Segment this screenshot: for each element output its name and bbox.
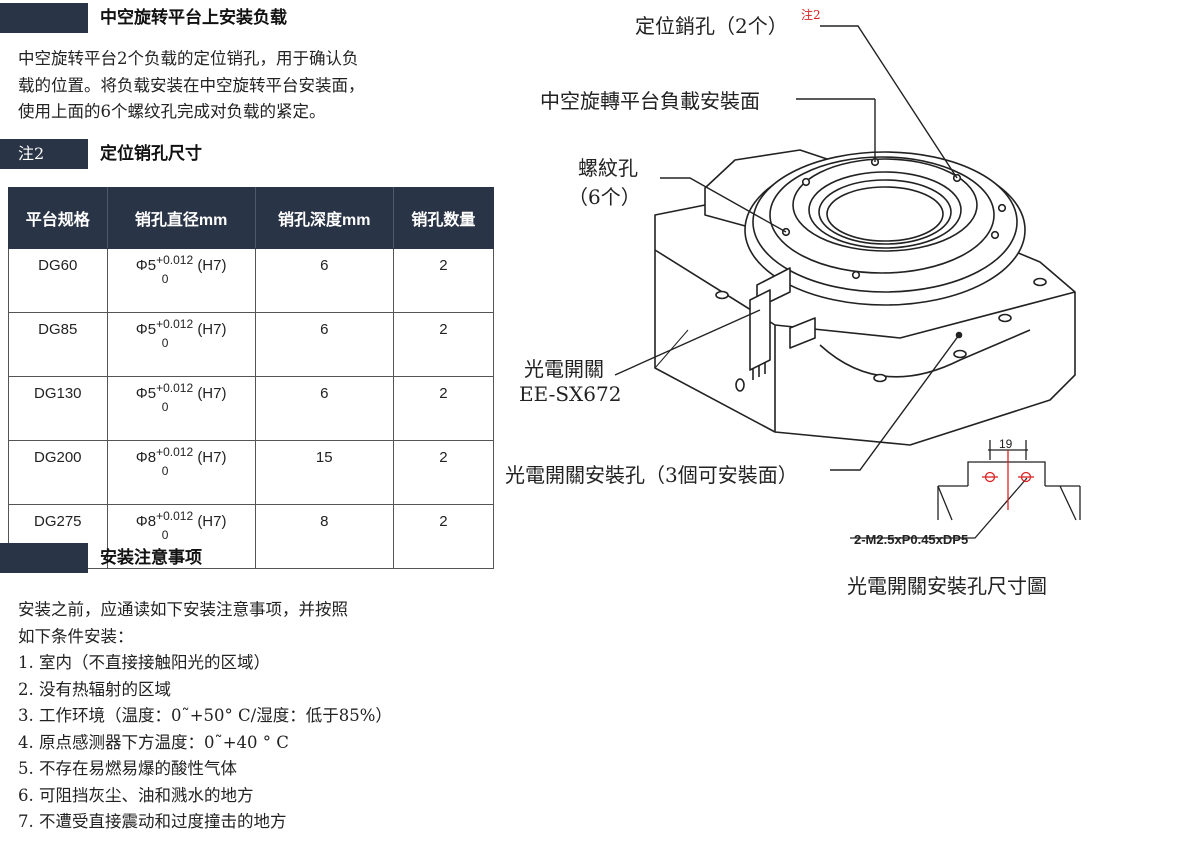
section-bar — [0, 3, 88, 33]
diameter-symbol: Φ5 — [135, 257, 157, 274]
label-sensor-hole: 光電開關安裝孔（3個可安裝面） — [505, 463, 798, 487]
section-title-pinholes: 定位销孔尺寸 — [100, 144, 202, 164]
diameter-value: Φ5+0.012 (H7) 0 — [135, 381, 227, 414]
label-thread-count: （6个） — [568, 185, 641, 209]
diameter-symbol: Φ5 — [135, 385, 157, 402]
label-thread-hole: 螺紋孔 — [578, 156, 638, 180]
notes-item: 5. 不存在易燃易爆的酸性气体 — [18, 759, 237, 778]
diameter-symbol: Φ5 — [135, 321, 157, 338]
tolerance-upper: +0.012 — [156, 317, 194, 331]
label-mount-face: 中空旋轉平台負載安裝面 — [540, 89, 760, 113]
cell-depth: 8 — [254, 504, 394, 569]
diameter-value: Φ8+0.012 (H7) 0 — [135, 509, 227, 542]
cell-model: DG130 — [8, 376, 108, 441]
notes-item: 1. 室内（不直接接触阳光的区域） — [18, 653, 270, 672]
install-paragraph: 中空旋转平台2个负载的定位销孔，用于确认负 载的位置。将负载安装在中空旋转平台安… — [18, 46, 418, 126]
cell-depth: 6 — [254, 248, 394, 313]
tolerance-lower: 0 — [161, 464, 169, 478]
cell-count: 2 — [392, 376, 495, 441]
rotary-platform-drawing — [614, 25, 1081, 539]
install-line: 载的位置。将负载安装在中空旋转平台安装面， — [18, 75, 365, 95]
tolerance-upper: +0.012 — [156, 253, 194, 267]
install-line: 使用上面的6个螺纹孔完成对负载的紧定。 — [18, 102, 326, 121]
cell-depth: 6 — [254, 312, 394, 377]
cell-diameter: Φ8+0.012 (H7) 0 — [106, 504, 256, 569]
section-title-notes: 安装注意事项 — [100, 548, 202, 568]
header-depth: 销孔深度mm — [254, 187, 394, 249]
notes-item: 7. 不遭受直接震动和过度撞击的地方 — [18, 812, 287, 831]
table-header-row: 平台规格 销孔直径mm 销孔深度mm 销孔数量 — [8, 187, 495, 249]
fit-class: (H7) — [197, 385, 227, 402]
header-count: 销孔数量 — [392, 187, 495, 249]
notes-item: 6. 可阻挡灰尘、油和溅水的地方 — [18, 785, 254, 805]
diameter-value: Φ8+0.012 (H7) 0 — [135, 445, 227, 478]
cell-diameter: Φ5+0.012 (H7) 0 — [106, 248, 256, 313]
cell-diameter: Φ5+0.012 (H7) 0 — [106, 312, 256, 377]
note2-bar: 注2 — [0, 139, 88, 169]
cell-diameter: Φ8+0.012 (H7) 0 — [106, 440, 256, 505]
cell-depth: 6 — [254, 376, 394, 441]
fit-class: (H7) — [197, 257, 227, 274]
cell-model: DG85 — [8, 312, 108, 377]
cell-depth: 15 — [254, 440, 394, 505]
section-title-install: 中空旋转平台上安装负载 — [100, 8, 287, 28]
install-line: 中空旋转平台2个负载的定位销孔，用于确认负 — [18, 49, 359, 68]
label-sensor-model: EE-SX672 — [519, 382, 622, 406]
cell-model: DG60 — [8, 248, 108, 313]
label-pin-note: 注2 — [801, 8, 821, 22]
note2-tag: 注2 — [18, 144, 45, 163]
detail-caption: 光電開關安裝孔尺寸圖 — [847, 574, 1047, 598]
cell-count: 2 — [392, 440, 495, 505]
cell-count: 2 — [392, 504, 495, 569]
section-bar — [0, 543, 88, 573]
notes-list: 安装之前，应通读如下安装注意事项，并按照 如下条件安装： 1. 室内（不直接接触… — [18, 597, 392, 836]
diameter-symbol: Φ8 — [135, 449, 157, 466]
tolerance-lower: 0 — [161, 336, 169, 350]
diameter-value: Φ5+0.012 (H7) 0 — [135, 317, 227, 350]
fit-class: (H7) — [197, 513, 227, 530]
label-thread-spec: 2-M2.5xP0.45xDP5 — [854, 532, 969, 547]
notes-item: 3. 工作环境（温度：0˜+50° C/湿度：低于85%） — [18, 706, 392, 725]
header-model: 平台规格 — [8, 187, 108, 249]
cell-count: 2 — [392, 312, 495, 377]
notes-line: 如下条件安装： — [18, 626, 134, 646]
cell-model: DG200 — [8, 440, 108, 505]
tolerance-upper: +0.012 — [156, 381, 194, 395]
fit-class: (H7) — [197, 449, 227, 466]
tolerance-upper: +0.012 — [156, 445, 194, 459]
tolerance-lower: 0 — [161, 272, 169, 286]
cell-diameter: Φ5+0.012 (H7) 0 — [106, 376, 256, 441]
label-sensor: 光電開關 — [524, 357, 604, 381]
tolerance-lower: 0 — [161, 400, 169, 414]
tolerance-upper: +0.012 — [156, 509, 194, 523]
cell-count: 2 — [392, 248, 495, 313]
header-diameter: 销孔直径mm — [106, 187, 256, 249]
label-pin-hole: 定位銷孔（2个） — [635, 14, 788, 38]
fit-class: (H7) — [197, 321, 227, 338]
notes-item: 2. 没有热辐射的区域 — [18, 679, 171, 699]
dimension-19: 19 — [999, 437, 1013, 451]
diameter-symbol: Φ8 — [135, 513, 157, 530]
notes-item: 4. 原点感测器下方温度：0˜+40 ° C — [18, 732, 289, 752]
diameter-value: Φ5+0.012 (H7) 0 — [135, 253, 227, 286]
tolerance-lower: 0 — [161, 528, 169, 542]
notes-line: 安装之前，应通读如下安装注意事项，并按照 — [18, 600, 348, 619]
